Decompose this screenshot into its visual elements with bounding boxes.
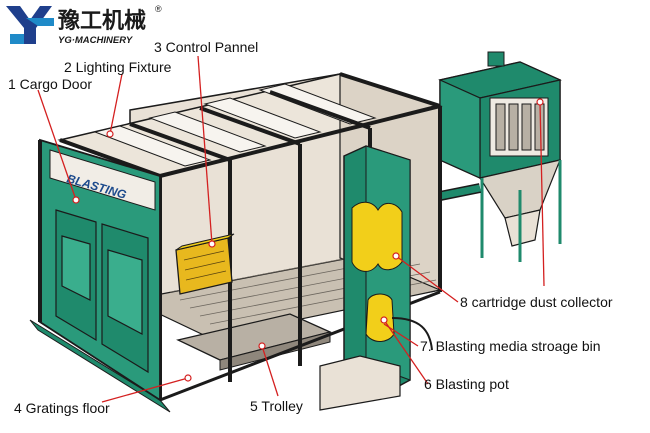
blasting-pot-vessel	[365, 293, 395, 342]
company-logo: 豫工机械 ® YG·MACHINERY	[6, 4, 162, 46]
label-dust-collector: 8 cartridge dust collector	[460, 294, 613, 310]
pointer-dots	[72, 98, 544, 382]
label-control-pannel: 3 Control Pannel	[154, 39, 258, 55]
logo-chinese-name: 豫工机械	[58, 8, 146, 34]
logo-english-name: YG·MACHINERY	[58, 35, 134, 46]
label-blasting-pot: 6 Blasting pot	[424, 376, 509, 392]
cargo-door-assembly: BLASTING	[38, 138, 161, 402]
label-gratings-floor: 4 Gratings floor	[14, 400, 110, 416]
label-cargo-door: 1 Cargo Door	[8, 76, 92, 92]
pointer-lines	[37, 55, 545, 403]
label-trolley: 5 Trolley	[250, 398, 303, 414]
lighting-fixtures	[93, 83, 377, 167]
yg-logo-icon	[6, 6, 54, 44]
cargo-door-panels	[55, 209, 149, 374]
dust-collector	[420, 51, 562, 262]
trolley	[176, 313, 332, 371]
callout-labels: 1 Cargo Door 2 Lighting Fixture 3 Contro…	[8, 39, 613, 416]
label-lighting-fixture: 2 Lighting Fixture	[64, 59, 172, 75]
media-storage-bin	[351, 201, 403, 272]
label-media-storage-bin: 7. Blasting media stroage bin	[420, 338, 601, 354]
registered-mark: ®	[155, 4, 162, 14]
